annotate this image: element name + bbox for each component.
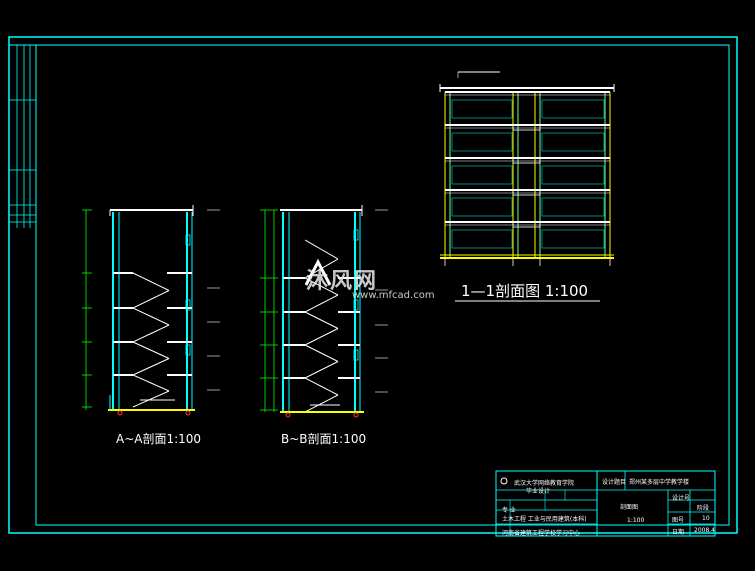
section-bb-title: B~B剖面1:100 [281, 432, 367, 446]
date-label: 日期 [672, 529, 685, 536]
bb-stair-flight [304, 394, 339, 413]
section-11-title: 1—1剖面图 1:100 [461, 282, 589, 300]
watermark-logo-mark [304, 258, 332, 286]
bb-stair-flight [304, 328, 339, 346]
major-value: 土木工程 工业与民用建筑(本科) [502, 516, 587, 523]
title-block-frame [495, 470, 716, 537]
s11-corridor-beam [512, 189, 541, 196]
aa-stair-stringer [132, 272, 170, 291]
s11-window-frame [541, 99, 605, 119]
design-topic: 郑州某多层中学教学楼 [629, 479, 690, 486]
aa-stair-stringer [132, 290, 170, 309]
stage-label: 阶段 [697, 505, 710, 512]
design-topic-label: 设计题目 [602, 479, 627, 486]
s11-window-frame [541, 229, 605, 249]
watermark-brand: 沐风网 [306, 269, 379, 294]
aa-stair-stringer [132, 374, 170, 392]
course-name: 毕业设计 [526, 488, 551, 495]
bb-stair-flight [304, 294, 339, 313]
s11-window-frame [541, 165, 605, 185]
drawing-scale: 1:100 [627, 517, 645, 524]
aa-axis-marker [185, 410, 191, 416]
aa-stair-stringer [132, 324, 170, 343]
bb-stair-flight [304, 377, 339, 396]
aa-window [185, 234, 191, 246]
date-value: 2008.4 [694, 527, 715, 534]
aa-stair-stringer [132, 307, 170, 326]
drawing-name: 剖面图 [620, 504, 639, 511]
bb-stair-flight [304, 344, 339, 362]
bb-axis-marker [285, 412, 291, 418]
aa-stair-stringer [132, 341, 170, 359]
major-label: 专 业 [502, 507, 516, 514]
aa-window [185, 344, 191, 356]
bb-stair-flight [304, 239, 339, 260]
aa-window [185, 299, 191, 311]
bb-axis-marker [353, 412, 359, 418]
design-no-label: 设计号 [672, 495, 691, 502]
bb-window [353, 349, 359, 361]
s11-corridor-beam [512, 221, 541, 228]
bb-stair-flight [304, 311, 339, 329]
inner-frame [35, 44, 730, 526]
school-name: 武汉大学网络教育学院 [514, 480, 575, 487]
s11-window-frame [451, 229, 513, 249]
bb-stair-flight [304, 277, 339, 296]
study-center: 河南省建筑工程学校学习中心 [502, 530, 581, 537]
aa-stair-stringer [132, 358, 170, 376]
sheet-no-label: 图号 [672, 517, 685, 524]
s11-window-frame [541, 132, 605, 152]
bb-window [353, 229, 359, 241]
aa-stair-stringer [132, 390, 170, 408]
s11-corridor-beam [512, 157, 541, 164]
sheet-no: 10 [702, 515, 710, 522]
s11-window-frame [451, 132, 513, 152]
outer-frame [8, 36, 738, 534]
s11-window-frame [451, 165, 513, 185]
aa-axis-marker [117, 410, 123, 416]
watermark-url: www.mfcad.com [352, 290, 435, 301]
section-aa-title: A~A剖面1:100 [116, 432, 202, 446]
bb-stair-flight [304, 361, 339, 379]
s11-window-frame [451, 99, 513, 119]
s11-window-frame [451, 197, 513, 217]
s11-corridor-beam [512, 124, 541, 131]
s11-window-frame [541, 197, 605, 217]
bb-window [353, 299, 359, 311]
tb-logo-icon [500, 477, 508, 485]
